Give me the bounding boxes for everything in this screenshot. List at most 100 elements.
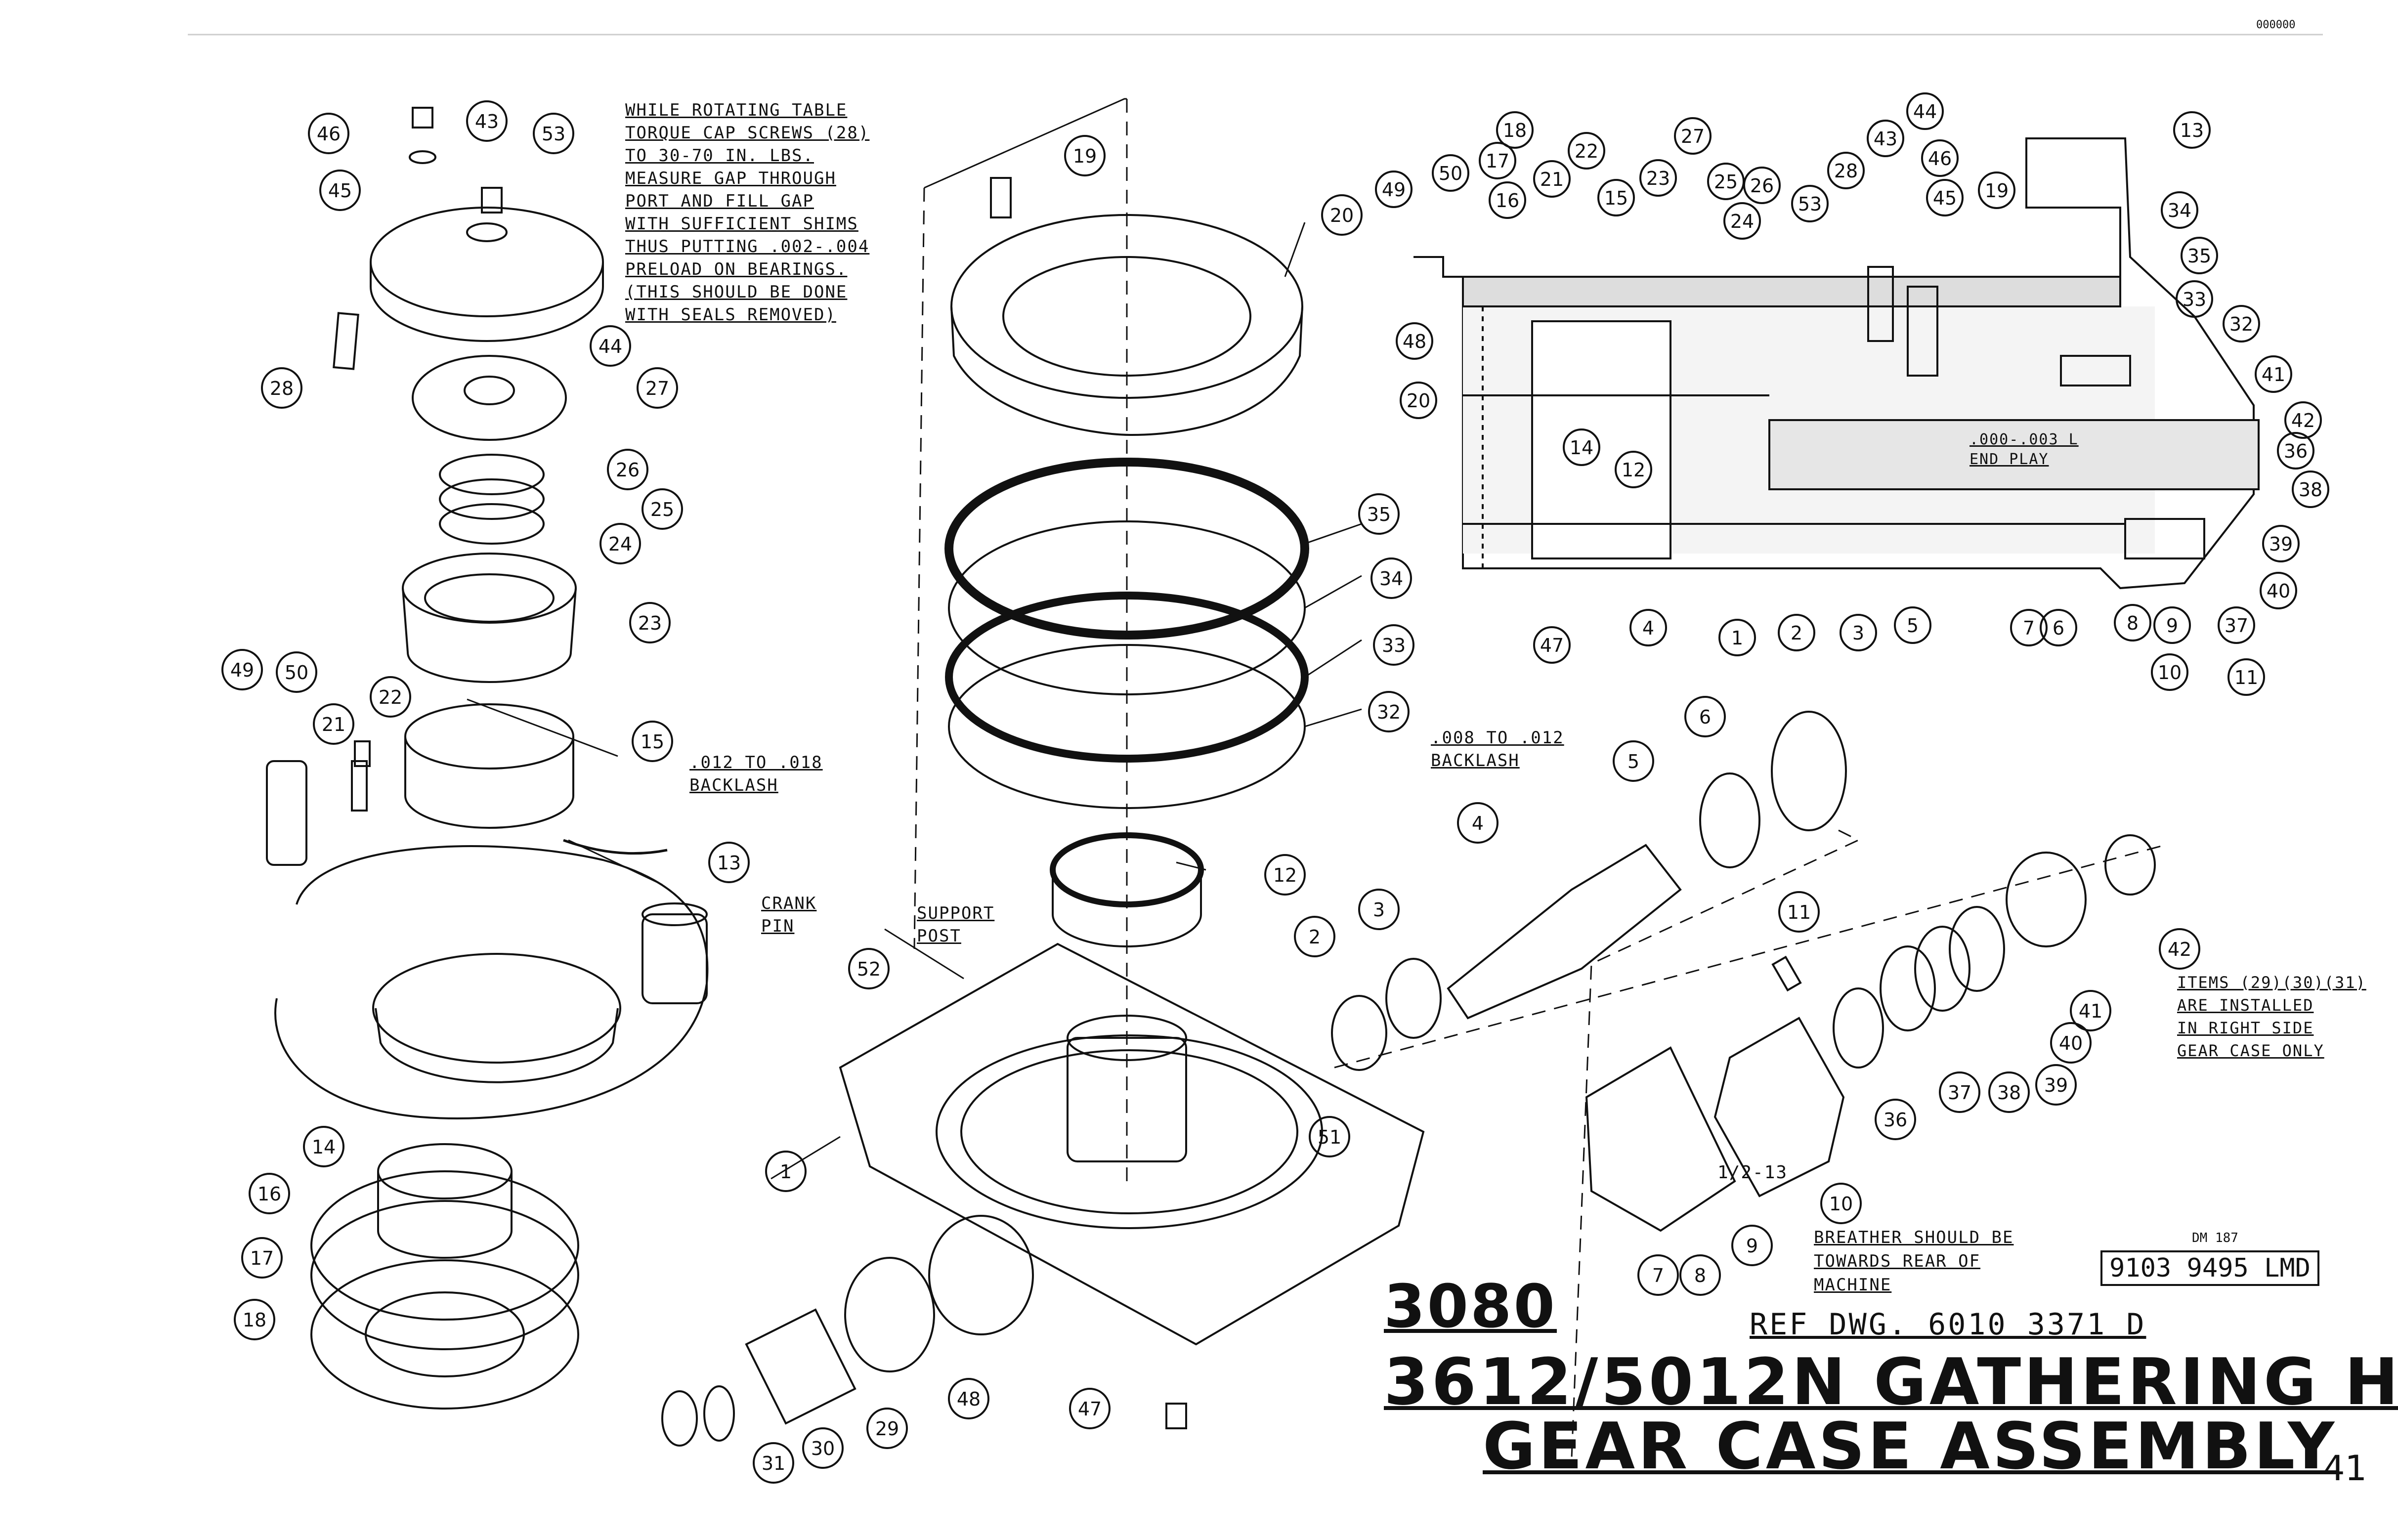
svg-text:21: 21 <box>322 714 345 735</box>
balloon-left: 46 45 43 53 28 44 27 26 25 24 23 15 49 5… <box>221 100 750 1340</box>
svg-text:27: 27 <box>645 378 669 399</box>
svg-text:35: 35 <box>2187 245 2211 267</box>
svg-text:17: 17 <box>1486 150 1509 172</box>
svg-text:45: 45 <box>328 180 352 202</box>
svg-text:16: 16 <box>1496 190 1519 212</box>
svg-text:39: 39 <box>2044 1074 2068 1096</box>
svg-text:1: 1 <box>780 1161 792 1183</box>
thread-note: 1/2-13 <box>1717 1162 1788 1183</box>
svg-text:22: 22 <box>379 686 402 708</box>
svg-text:53: 53 <box>542 123 565 145</box>
svg-text:48: 48 <box>957 1388 981 1410</box>
svg-text:34: 34 <box>1379 568 1403 590</box>
page-number: 41 <box>2323 1448 2367 1489</box>
svg-text:5: 5 <box>1627 751 1639 772</box>
svg-text:9: 9 <box>1746 1235 1758 1257</box>
title-line-1: 3612/5012N GATHERING HEAD <box>1384 1344 2398 1419</box>
svg-text:2: 2 <box>1309 926 1321 948</box>
svg-text:5: 5 <box>1907 615 1919 637</box>
svg-text:34: 34 <box>2168 200 2191 221</box>
svg-text:50: 50 <box>1439 163 1462 184</box>
svg-text:1: 1 <box>1731 627 1743 649</box>
svg-text:23: 23 <box>1646 168 1670 189</box>
svg-text:10: 10 <box>2158 662 2182 684</box>
svg-text:46: 46 <box>317 123 341 145</box>
svg-text:26: 26 <box>1750 175 1774 197</box>
svg-text:48: 48 <box>1403 331 1426 352</box>
svg-text:21: 21 <box>1540 169 1564 190</box>
pinion-parts <box>1331 711 2165 1458</box>
svg-text:45: 45 <box>1933 187 1957 209</box>
dm-reference: DM 187 <box>2192 1231 2238 1245</box>
svg-text:44: 44 <box>1913 101 1937 123</box>
svg-text:43: 43 <box>1874 128 1897 150</box>
end-play-note: .000-.003 L END PLAY <box>1970 431 2079 468</box>
svg-text:49: 49 <box>1382 179 1406 201</box>
svg-text:37: 37 <box>1948 1082 1971 1104</box>
svg-text:6: 6 <box>2053 617 2064 639</box>
svg-text:53: 53 <box>1798 193 1822 215</box>
svg-text:11: 11 <box>1787 901 1811 923</box>
svg-text:33: 33 <box>2183 289 2206 310</box>
svg-text:2: 2 <box>1791 622 1802 644</box>
svg-text:18: 18 <box>243 1309 266 1331</box>
svg-text:46: 46 <box>1928 148 1952 170</box>
svg-text:36: 36 <box>2284 440 2308 462</box>
svg-text:24: 24 <box>608 533 632 555</box>
svg-text:38: 38 <box>1997 1082 2021 1104</box>
balloon-right: 6 5 4 3 2 11 42 41 40 39 38 37 36 10 9 8… <box>1294 696 2200 1296</box>
svg-text:41: 41 <box>2262 364 2285 385</box>
torque-note: WHILE ROTATING TABLE TORQUE CAP SCREWS (… <box>625 100 870 325</box>
svg-text:16: 16 <box>257 1183 281 1205</box>
svg-text:44: 44 <box>599 336 622 357</box>
backlash-ring-note: .012 TO .018 BACKLASH <box>689 753 823 795</box>
svg-text:6: 6 <box>1699 706 1711 728</box>
svg-text:52: 52 <box>857 958 881 980</box>
svg-text:20: 20 <box>1330 205 1354 226</box>
svg-text:15: 15 <box>1604 187 1628 209</box>
svg-text:39: 39 <box>2269 533 2293 555</box>
svg-text:20: 20 <box>1407 390 1430 412</box>
model-number: 3080 <box>1384 1273 1557 1341</box>
svg-text:19: 19 <box>1985 180 2009 202</box>
svg-text:33: 33 <box>1382 635 1406 656</box>
svg-text:7: 7 <box>2023 617 2035 639</box>
center-parts <box>661 98 1425 1447</box>
breather-note: BREATHER SHOULD BE TOWARDS REAR OF MACHI… <box>1814 1228 2014 1295</box>
svg-text:38: 38 <box>2299 479 2322 501</box>
svg-text:22: 22 <box>1575 140 1598 162</box>
backlash-pinion-note: .008 TO .012 BACKLASH <box>1431 728 1564 770</box>
svg-text:17: 17 <box>250 1247 274 1269</box>
drawing-number-box: 9103 9495 LMD <box>2100 1250 2319 1286</box>
leader-lines <box>467 222 1362 1180</box>
svg-text:27: 27 <box>1681 126 1705 147</box>
svg-text:26: 26 <box>616 459 640 481</box>
svg-text:28: 28 <box>270 378 294 399</box>
balloon-section: 18 17 16 21 22 27 25 26 24 53 28 43 44 4… <box>1375 92 2329 696</box>
svg-text:8: 8 <box>2127 612 2139 634</box>
svg-text:40: 40 <box>2267 580 2290 602</box>
svg-text:30: 30 <box>811 1438 835 1459</box>
svg-text:50: 50 <box>285 662 308 684</box>
svg-text:24: 24 <box>1730 211 1754 232</box>
svg-text:43: 43 <box>475 111 499 132</box>
svg-text:47: 47 <box>1540 635 1564 656</box>
svg-text:47: 47 <box>1078 1398 1102 1420</box>
svg-text:41: 41 <box>2079 1000 2102 1022</box>
svg-text:40: 40 <box>2059 1032 2083 1054</box>
svg-text:42: 42 <box>2168 939 2191 960</box>
svg-text:13: 13 <box>2180 120 2204 141</box>
svg-text:28: 28 <box>1834 160 1858 182</box>
svg-text:35: 35 <box>1367 504 1391 525</box>
svg-text:7: 7 <box>1652 1265 1664 1286</box>
svg-text:10: 10 <box>1829 1193 1853 1215</box>
svg-text:13: 13 <box>717 852 741 874</box>
svg-text:25: 25 <box>1714 171 1738 193</box>
balloon-center: 19 20 35 34 33 32 12 52 1 51 47 48 29 30… <box>753 135 1414 1484</box>
svg-text:3: 3 <box>1373 899 1385 921</box>
svg-text:42: 42 <box>2291 410 2315 431</box>
svg-text:4: 4 <box>1472 813 1484 834</box>
items-note: ITEMS (29)(30)(31) ARE INSTALLED IN RIGH… <box>2177 973 2366 1060</box>
svg-text:4: 4 <box>1642 617 1654 639</box>
